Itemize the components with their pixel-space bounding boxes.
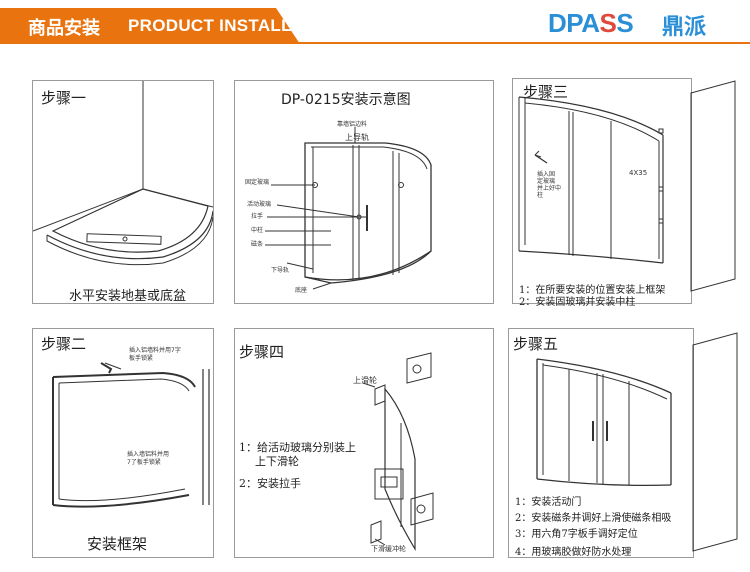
step1-base-illustration	[33, 81, 213, 266]
step4-instruction-1b: 上下滑轮	[255, 455, 299, 468]
label-sliding-glass: 活动玻璃	[247, 201, 272, 208]
step5-instruction-4: 4：用玻璃胶做好防水处理	[515, 547, 632, 558]
step5-panel: 步骤五 1：安装活动门 2：安装磁条并调好上滑使磁条相吸 3：用六角7字板手调好…	[508, 328, 738, 558]
step3-instruction-1: 1：在所要安装的位置安装上框架	[519, 285, 666, 296]
step4-glass-illustration	[362, 352, 434, 552]
label-middle-post: 中柱	[251, 227, 264, 234]
label-upper-wheel: 上滑轮	[353, 376, 377, 385]
step2-title: 步骤二	[41, 335, 87, 353]
step4-instruction-2: 2：安装拉手	[239, 477, 301, 490]
step3-instruction-2: 2：安装固玻璃并安装中柱	[519, 297, 636, 308]
title-banner: 商品安装 PRODUCT INSTALL	[0, 8, 300, 44]
step1-panel: 步骤一 水平安装地基或底盆	[32, 80, 214, 304]
brand-wordmark: DPASS	[548, 8, 634, 38]
label-lower-wheel: 下滑缓冲轮	[371, 545, 406, 553]
header-rule	[298, 42, 750, 44]
step4-instruction-1: 1：给活动玻璃分别装上	[239, 441, 356, 454]
step5-title: 步骤五	[513, 335, 559, 353]
diagram-panel: DP-0215安装示意图 靠墙铝边料 上导轨 固定玻璃 活动玻璃 拉手 中柱 磁…	[234, 80, 494, 304]
step1-title: 步骤一	[41, 89, 87, 107]
step3-side-note: 插入固定玻璃并上好中柱	[537, 171, 562, 199]
title-zh: 商品安装	[28, 18, 100, 39]
step5-instruction-2: 2：安装磁条并调好上滑使磁条相吸	[515, 513, 672, 524]
step3-title: 步骤三	[523, 83, 569, 101]
title-en: PRODUCT INSTALL	[128, 16, 292, 35]
header: 商品安装 PRODUCT INSTALL DPASS 鼎派	[0, 0, 750, 56]
step2-frame-illustration	[52, 362, 210, 508]
brand-name-cn: 鼎派	[662, 15, 707, 40]
label-fixed-glass: 固定玻璃	[245, 179, 270, 186]
step3-panel: 步骤三 插入固定玻璃并上好中柱 4X35 1：在所要安装的位置安装上框架 2：安…	[512, 78, 736, 308]
label-lower-rail: 下导轨	[271, 267, 290, 274]
step2-note-top: 插入铝墙料并用7字板手锁紧	[129, 347, 181, 362]
label-magnet: 磁条	[251, 241, 264, 248]
label-handle: 拉手	[251, 213, 264, 220]
brand-logo: DPASS 鼎派	[548, 6, 728, 40]
step5-instruction-1: 1：安装活动门	[515, 497, 582, 508]
step3-size-label: 4X35	[629, 169, 648, 177]
step4-panel: 步骤四 上滑轮 下滑缓冲轮 1：给活动玻璃分别装上 上下滑轮 2：安装拉手	[234, 328, 494, 558]
step5-finished-illustration	[536, 332, 738, 552]
label-base: 底座	[295, 287, 308, 294]
step5-instruction-3: 3：用六角7字板手调好定位	[515, 529, 638, 540]
label-upper-rail: 上导轨	[345, 133, 369, 142]
step4-title: 步骤四	[239, 343, 285, 361]
step1-caption: 水平安装地基或底盆	[69, 289, 187, 304]
step2-caption: 安装框架	[87, 535, 148, 553]
diagram-title: DP-0215安装示意图	[281, 92, 411, 108]
step3-frame-illustration	[518, 80, 736, 292]
label-top-profile: 靠墙铝边料	[337, 121, 368, 128]
diagram-illustration	[265, 127, 432, 290]
